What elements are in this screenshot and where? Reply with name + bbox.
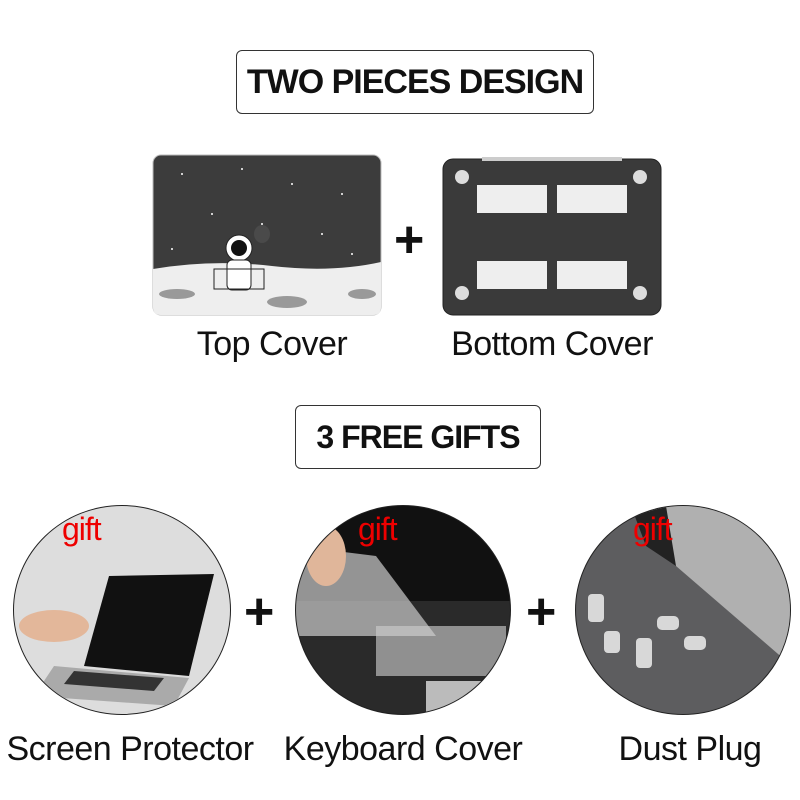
keyboard-cover-label: Keyboard Cover [283, 730, 523, 768]
top-cover-image [152, 154, 382, 316]
title-text: TWO PIECES DESIGN [246, 62, 584, 101]
top-cover-label: Top Cover [196, 325, 348, 363]
bottom-cover-label: Bottom Cover [451, 325, 653, 363]
screen-protector-image: gift [13, 505, 231, 715]
title-text: 3 FREE GIFTS [316, 418, 520, 455]
dust-plug-image: gift [575, 505, 791, 715]
dust-plug-label: Dust Plug [618, 730, 762, 768]
screen-protector-label: Screen Protector [6, 730, 254, 768]
gift-tag: gift [633, 511, 673, 547]
section-title-free-gifts: 3 FREE GIFTS [295, 405, 541, 469]
plus-sign: + [526, 583, 557, 641]
section-title-two-pieces: TWO PIECES DESIGN [236, 50, 594, 114]
plus-sign: + [394, 211, 425, 269]
gift-tag: gift [358, 511, 398, 547]
keyboard-cover-image: gift [295, 505, 511, 715]
plus-sign: + [244, 583, 275, 641]
gift-tag: gift [62, 511, 102, 547]
bottom-cover-image [442, 155, 662, 317]
